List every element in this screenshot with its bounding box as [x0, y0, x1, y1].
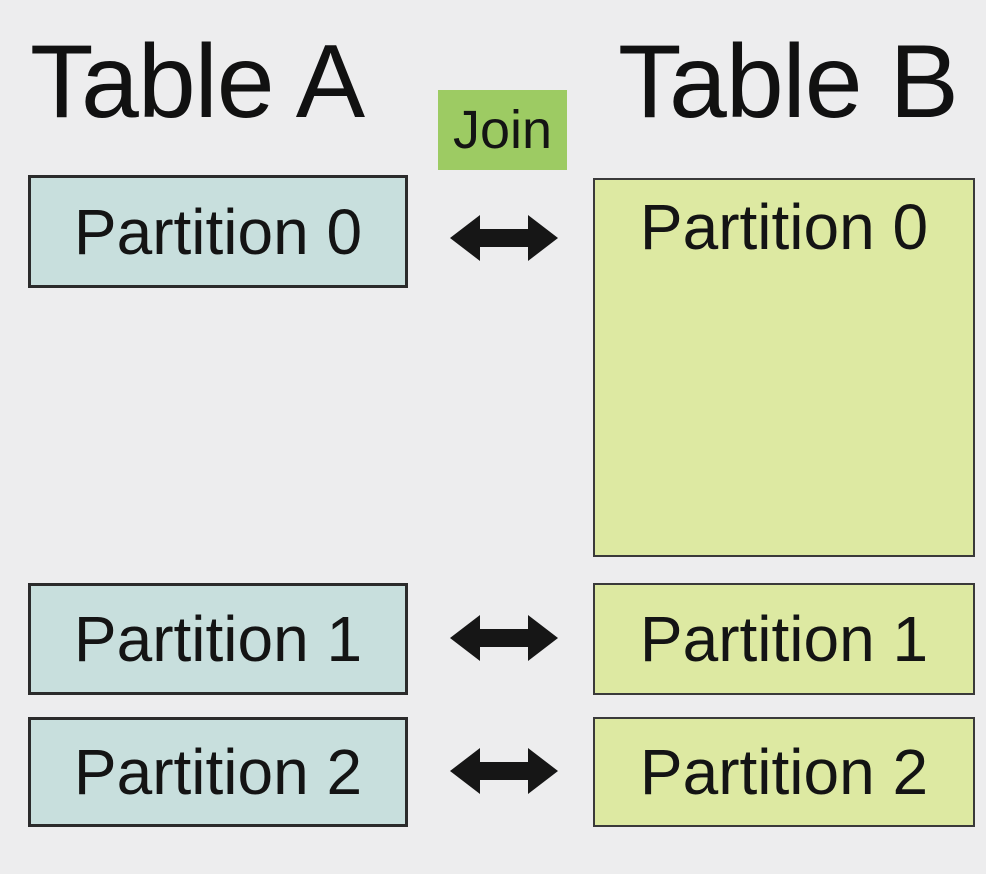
partition-label: Partition 0 — [639, 191, 929, 263]
table-b-partition-1: Partition 1 — [593, 583, 975, 695]
double-headed-arrow-icon — [450, 615, 558, 661]
double-headed-arrow-icon — [450, 215, 558, 261]
table-b-title: Table B — [618, 24, 959, 140]
double-headed-arrow-icon — [450, 748, 558, 794]
table-a-partition-1: Partition 1 — [28, 583, 408, 695]
partition-label: Partition 2 — [639, 736, 929, 808]
partition-label: Partition 1 — [73, 603, 363, 675]
join-label: Join — [452, 100, 553, 160]
table-a-title: Table A — [30, 24, 365, 140]
partition-label: Partition 1 — [639, 603, 929, 675]
table-b-partition-0: Partition 0 — [593, 178, 975, 557]
partition-label: Partition 0 — [73, 195, 363, 268]
join-badge: Join — [438, 90, 567, 170]
table-a-partition-2: Partition 2 — [28, 717, 408, 827]
partition-label: Partition 2 — [73, 736, 363, 808]
table-a-partition-0: Partition 0 — [28, 175, 408, 288]
table-b-partition-2: Partition 2 — [593, 717, 975, 827]
